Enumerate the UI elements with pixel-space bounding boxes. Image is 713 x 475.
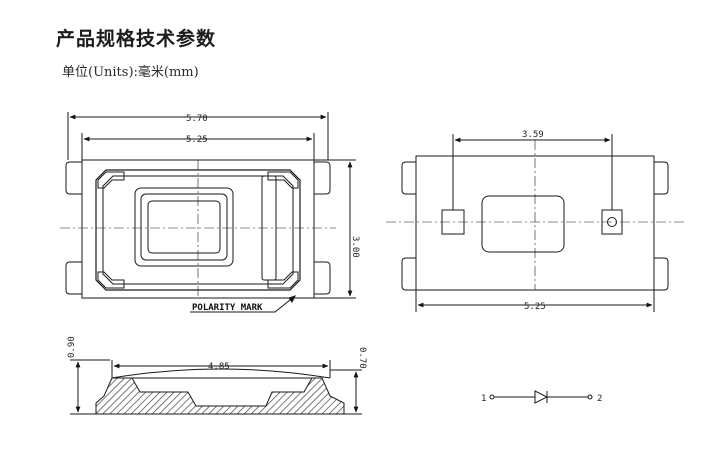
pin-2-label: 2 — [597, 394, 602, 404]
dim-overall-length: 5.70 — [186, 114, 208, 124]
diode-triangle — [534, 390, 549, 404]
diode-symbol — [489, 390, 593, 404]
dim-total-height: 0.90 — [67, 336, 77, 358]
dim-body-length-top: 5.25 — [186, 135, 208, 145]
dim-length-bottom: 5.25 — [524, 302, 546, 312]
polarity-mark-label: POLARITY MARK — [192, 303, 263, 313]
page-title: 产品规格技术参数 — [56, 28, 217, 50]
side-view — [70, 359, 362, 415]
pin-1-label: 1 — [481, 394, 486, 404]
dim-top-width: 4.85 — [208, 362, 230, 372]
dim-body-height: 0.70 — [357, 347, 367, 369]
dim-pad-spacing: 3.59 — [522, 130, 544, 140]
units-note: 单位(Units):毫米(mm) — [62, 65, 199, 80]
dim-width: 3.00 — [350, 236, 360, 258]
bottom-view — [386, 134, 684, 312]
top-view — [60, 112, 356, 313]
